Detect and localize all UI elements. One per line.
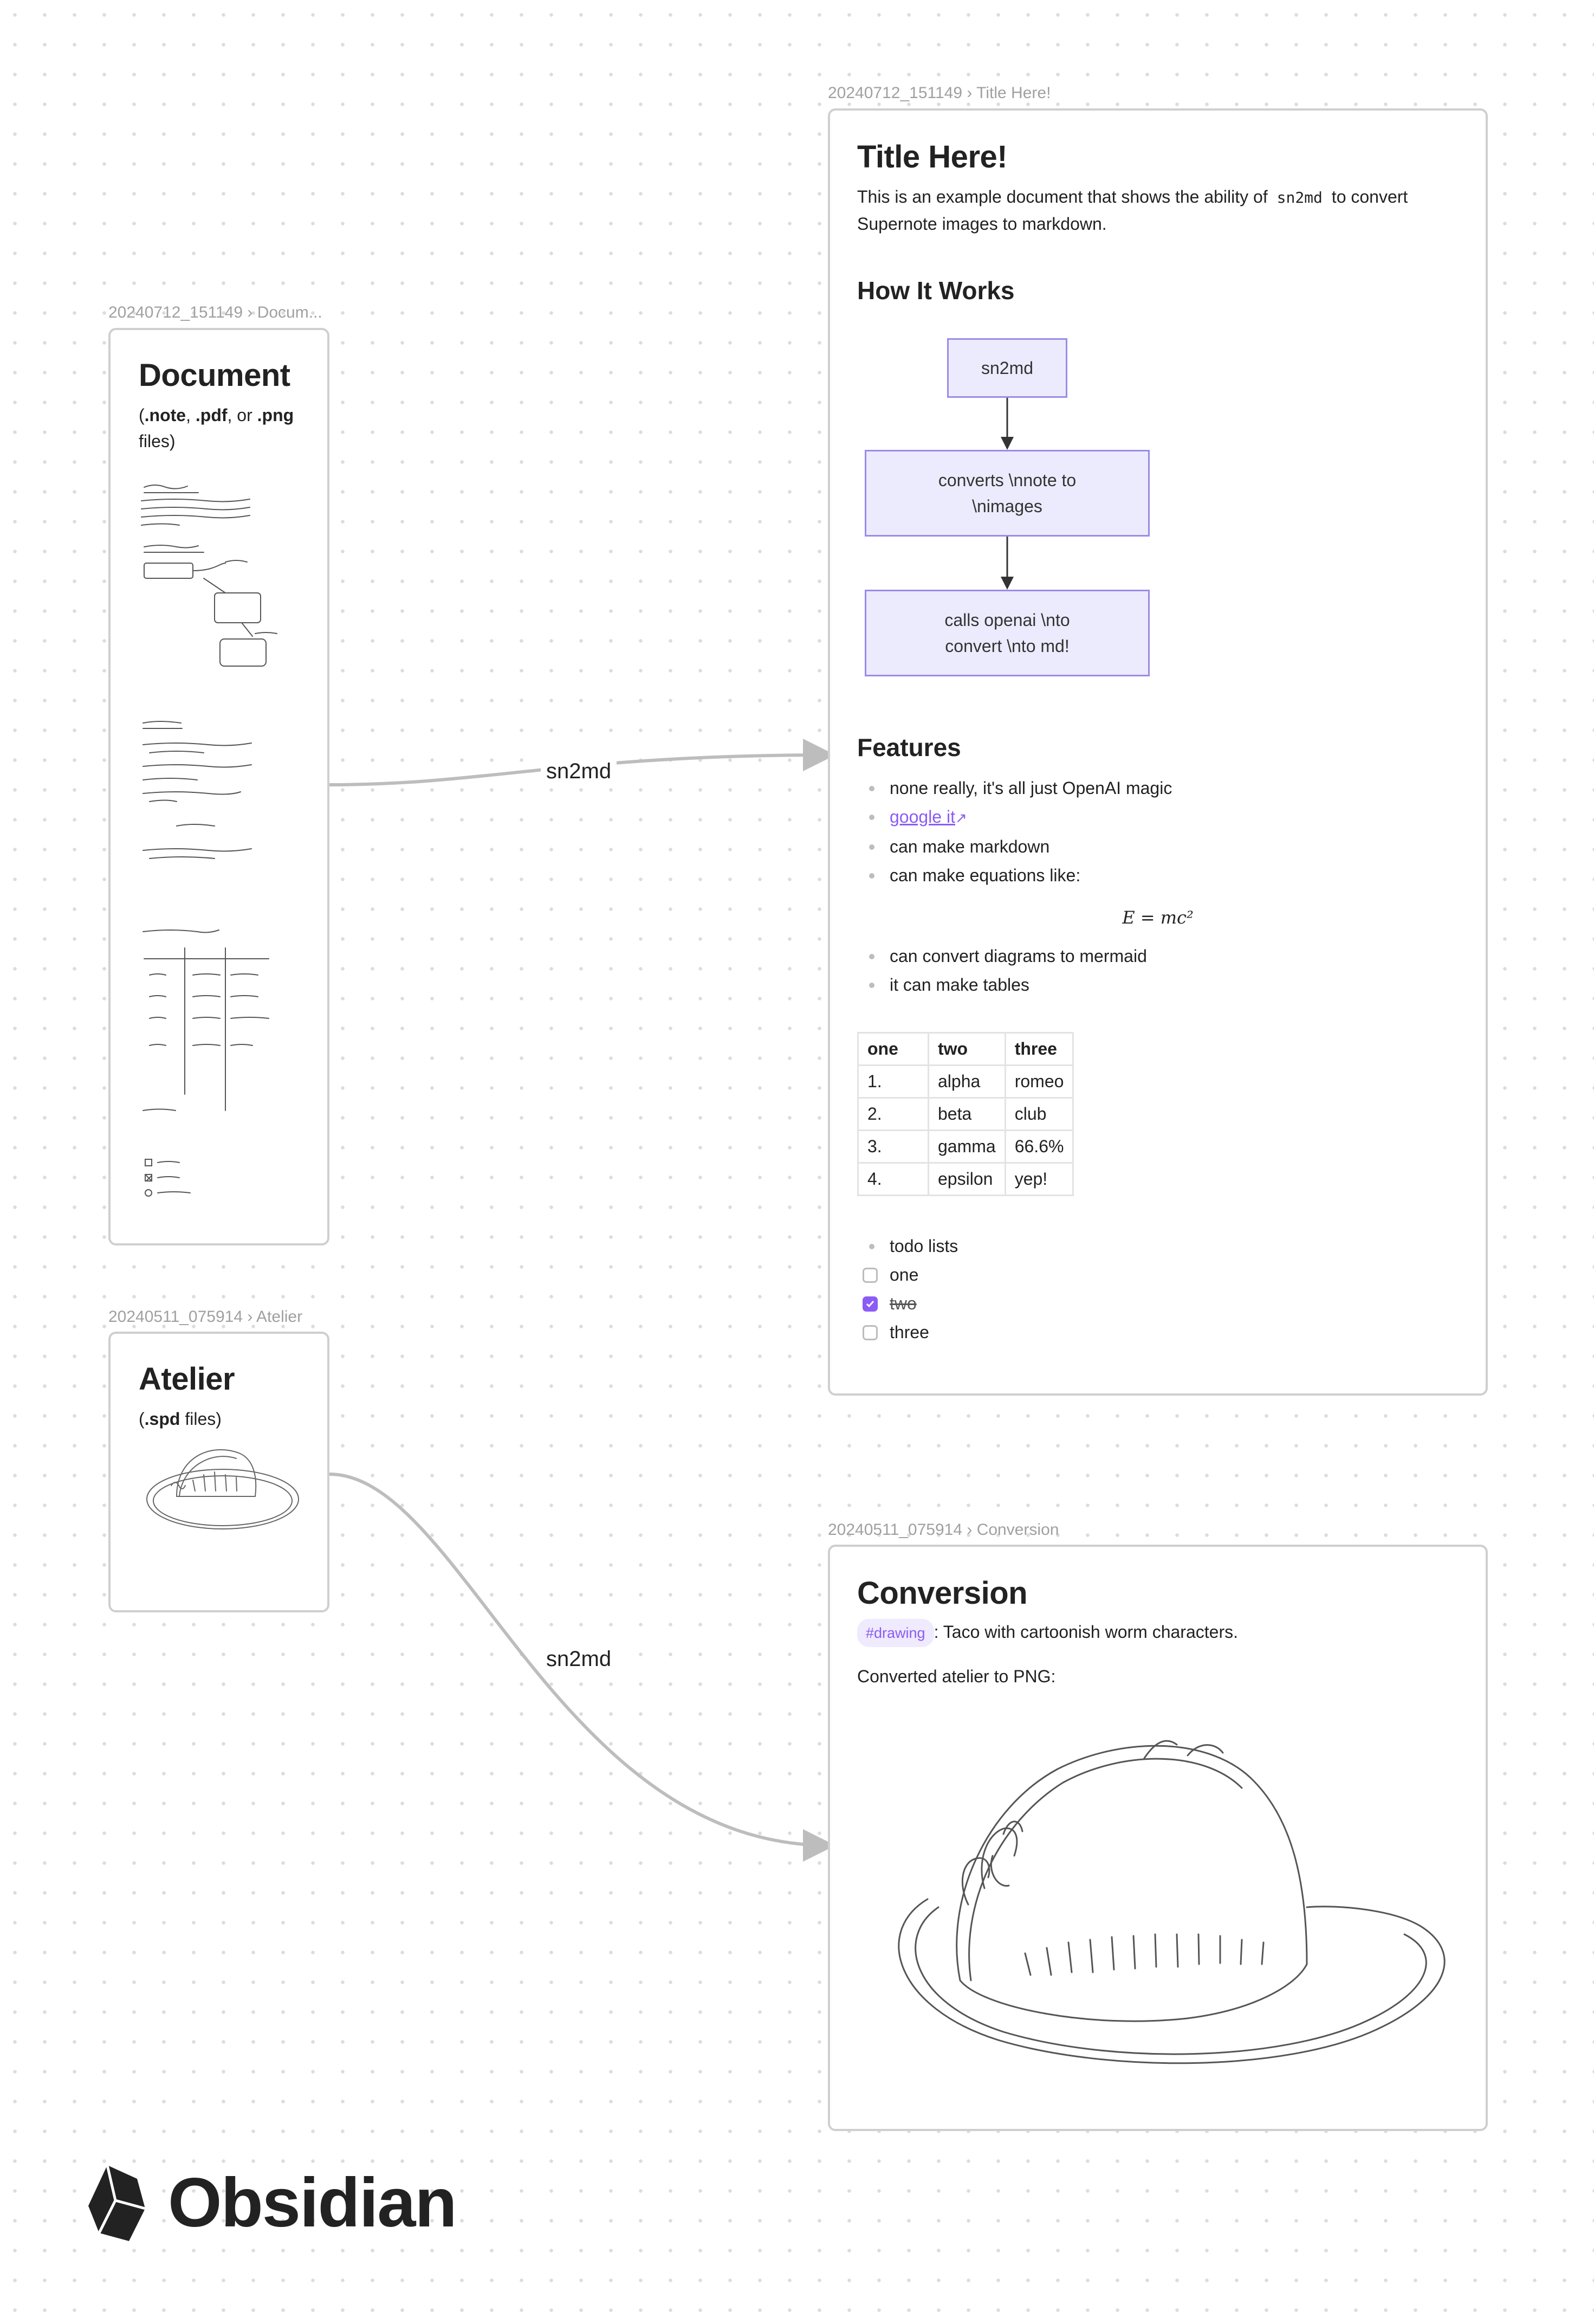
table-header: two xyxy=(928,1032,1006,1066)
intro-paragraph: This is an example document that shows t… xyxy=(857,187,1408,234)
table-cell: 66.6% xyxy=(1004,1129,1074,1164)
conversion-node-label[interactable]: 20240511_075914 › Conversion xyxy=(828,1521,1059,1539)
atelier-description: (.spd files) xyxy=(139,1409,222,1429)
table-row: 2. beta club xyxy=(857,1097,1074,1131)
table-cell: 1. xyxy=(857,1064,929,1099)
inline-code: sn2md xyxy=(1277,189,1323,206)
google-link[interactable]: google it xyxy=(890,807,955,827)
table-row: 3. gamma 66.6% xyxy=(857,1129,1074,1164)
table-cell: epsilon xyxy=(928,1162,1006,1196)
table-cell: beta xyxy=(928,1097,1006,1131)
todo-item-three[interactable]: three xyxy=(857,1318,1459,1347)
check-icon xyxy=(866,1300,874,1307)
drawing-tag[interactable]: #drawing xyxy=(857,1619,934,1647)
taco-drawing xyxy=(898,1740,1446,2064)
feature-item: none really, it's all just OpenAI magic xyxy=(857,774,1459,803)
table-header: one xyxy=(857,1032,929,1066)
feature-item: can make equations like: xyxy=(857,861,1459,890)
feature-item: can convert diagrams to mermaid xyxy=(857,942,1459,971)
tag-line: #drawing: Taco with cartoonish worm char… xyxy=(857,1619,1459,1647)
document-node-label[interactable]: 20240712_151149 › Docum... xyxy=(108,304,322,321)
atelier-title: Atelier xyxy=(139,1361,235,1397)
flow-node-sn2md: sn2md xyxy=(947,338,1067,398)
taco-thumbnail xyxy=(146,1449,299,1529)
feature-item: it can make tables xyxy=(857,971,1459,999)
table-row: 1. alpha romeo xyxy=(857,1064,1074,1099)
todo-bullet: todo lists xyxy=(857,1232,1459,1261)
equation: E = mc² xyxy=(1122,907,1194,928)
flow-node-openai: calls openai \nto convert \nto md! xyxy=(865,590,1150,676)
table-cell: 2. xyxy=(857,1097,929,1131)
title-node-label[interactable]: 20240712_151149 › Title Here! xyxy=(828,84,1051,102)
flow-node-convert: converts \nnote to \nimages xyxy=(865,450,1150,537)
checkbox[interactable] xyxy=(863,1267,878,1283)
table-header: three xyxy=(1004,1032,1074,1066)
handwritten-note-thumbnail xyxy=(141,485,277,1197)
table-cell: alpha xyxy=(928,1064,1006,1099)
title-card[interactable]: Title Here! This is an example document … xyxy=(828,108,1488,1396)
atelier-node-label[interactable]: 20240511_075914 › Atelier xyxy=(108,1308,303,1326)
conversion-title: Conversion xyxy=(857,1576,1028,1611)
feature-item-link[interactable]: google it↗ xyxy=(857,803,1459,832)
table-cell: club xyxy=(1004,1097,1074,1131)
features-heading: Features xyxy=(857,733,961,761)
edge-label-top: sn2md xyxy=(541,756,617,786)
checkbox-checked[interactable] xyxy=(863,1296,878,1312)
atelier-card[interactable]: Atelier (.spd files) xyxy=(108,1332,329,1612)
feature-item: can make markdown xyxy=(857,832,1459,861)
table-header-row: one two three xyxy=(857,1032,1074,1066)
edge-atelier-to-conversion[interactable] xyxy=(329,1473,835,1862)
table-cell: romeo xyxy=(1004,1064,1074,1099)
edge-label-bottom: sn2md xyxy=(541,1644,617,1674)
document-card[interactable]: Document (.note, .pdf, or .png files) xyxy=(108,328,329,1245)
document-title: Document xyxy=(139,358,290,393)
converted-text: Converted atelier to PNG: xyxy=(857,1667,1056,1686)
table-cell: 3. xyxy=(857,1129,929,1164)
checkbox[interactable] xyxy=(863,1325,878,1340)
table-cell: gamma xyxy=(928,1129,1006,1164)
obsidian-logo-icon xyxy=(88,2165,146,2241)
todo-item-one[interactable]: one xyxy=(857,1261,1459,1289)
table-row: 4. epsilon yep! xyxy=(857,1162,1074,1196)
brand-name: Obsidian xyxy=(168,2164,457,2242)
external-link-icon: ↗ xyxy=(955,810,967,826)
todo-item-two[interactable]: two xyxy=(857,1289,1459,1318)
document-description: (.note, .pdf, or .png files) xyxy=(139,405,294,451)
conversion-card[interactable]: Conversion #drawing: Taco with cartoonis… xyxy=(828,1545,1488,2131)
how-it-works-heading: How It Works xyxy=(857,276,1015,305)
flowchart-arrows xyxy=(1001,398,1014,590)
obsidian-brand: Obsidian xyxy=(86,2162,457,2244)
data-table: one two three 1. alpha romeo 2. beta clu… xyxy=(857,1032,1074,1196)
title-heading: Title Here! xyxy=(857,139,1008,175)
table-cell: yep! xyxy=(1004,1162,1074,1196)
table-cell: 4. xyxy=(857,1162,929,1196)
